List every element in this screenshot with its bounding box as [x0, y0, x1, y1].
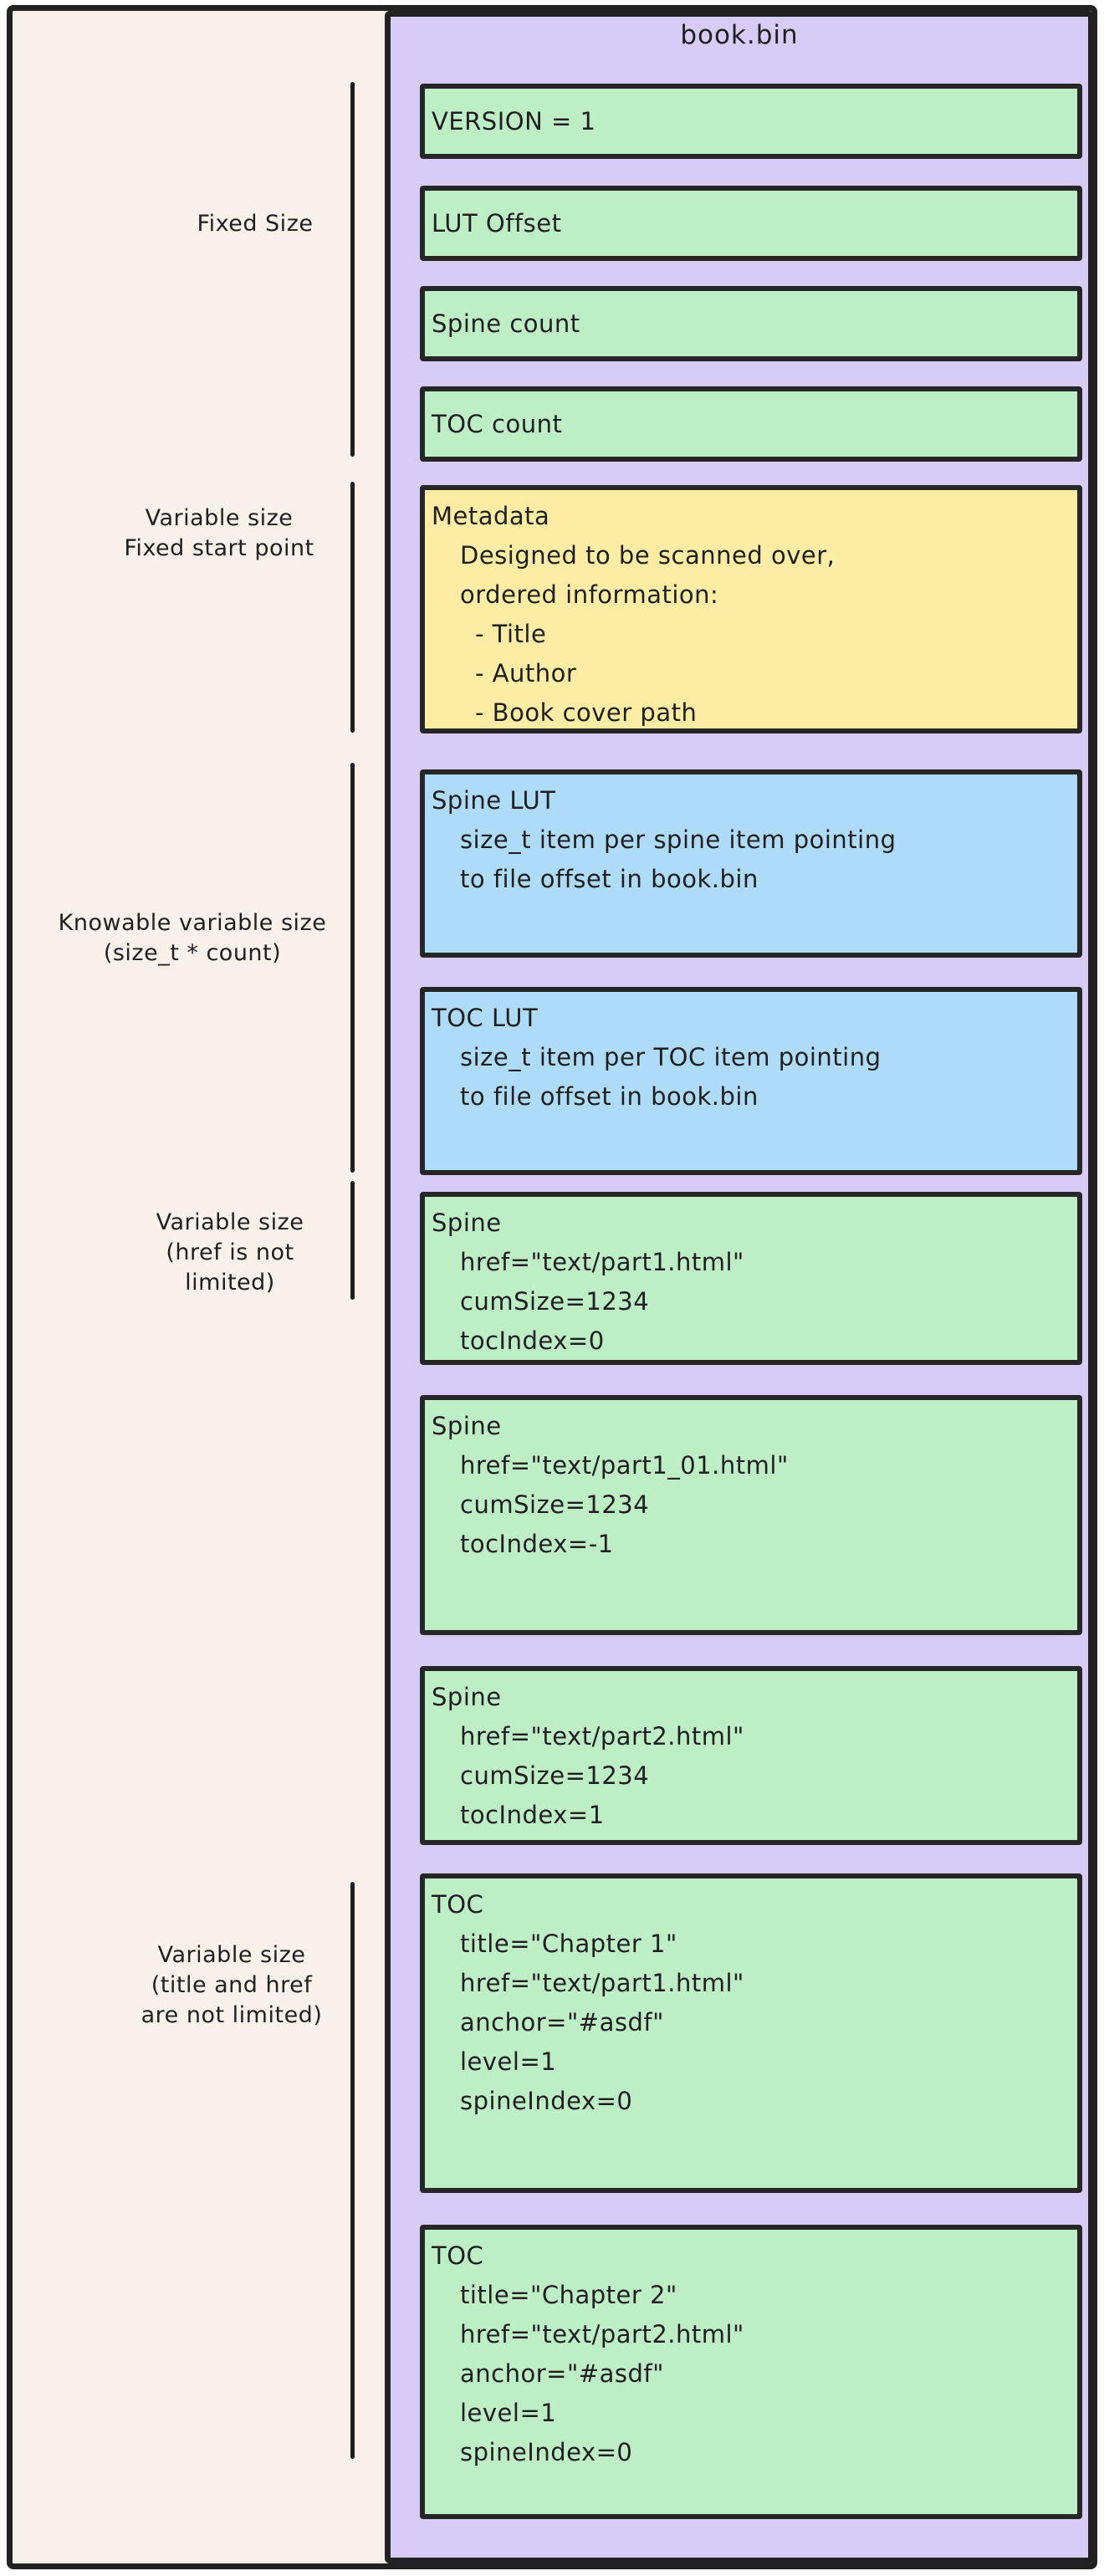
record-line: size_t item per TOC item pointing [460, 1043, 882, 1071]
record-line: TOC [432, 1890, 484, 1919]
size-bracket [350, 763, 355, 1173]
record-line: cumSize=1234 [460, 1761, 650, 1790]
record-line: href="text/part1.html" [460, 1248, 744, 1276]
record-line: href="text/part1.html" [460, 1969, 744, 1997]
size-label-line: limited) [185, 1270, 275, 1296]
size-label-line: (title and href [151, 1972, 313, 1998]
record-box-toc-count: TOC count [420, 386, 1082, 462]
record-line: Spine [432, 1683, 502, 1711]
record-line: level=1 [460, 2399, 557, 2427]
size-label-line: Fixed Size [197, 211, 314, 237]
record-line: TOC LUT [432, 1004, 539, 1032]
size-label-fixed-size: Fixed Size [96, 209, 414, 239]
record-line: anchor="#asdf" [460, 2008, 664, 2037]
record-line: href="text/part2.html" [460, 2320, 744, 2349]
size-label-knowable-variable-size: Knowable variable size (size_t * count) [33, 908, 351, 969]
record-box-toc-lut: TOC LUT size_t item per TOC item pointing… [420, 987, 1082, 1175]
size-bracket [350, 1181, 355, 1300]
record-line: Metadata [432, 502, 550, 530]
record-line: size_t item per spine item pointing [460, 825, 897, 854]
record-line: spineIndex=0 [460, 2087, 633, 2115]
record-line: Designed to be scanned over, [460, 541, 836, 570]
record-line: href="text/part1_01.html" [460, 1451, 789, 1480]
record-line: Spine LUT [432, 786, 556, 815]
record-line: tocIndex=1 [460, 1801, 605, 1829]
record-line: ordered information: [460, 580, 719, 609]
record-box-lut-offset: LUT Offset [420, 186, 1082, 261]
record-line: title="Chapter 1" [460, 1929, 677, 1958]
size-bracket [350, 1882, 355, 2459]
record-line: spineIndex=0 [460, 2438, 633, 2466]
record-line: title="Chapter 2" [460, 2281, 677, 2309]
record-box-spine-3: Spine href="text/part2.html" cumSize=1234 t… [420, 1666, 1082, 1845]
record-box-spine-count: Spine count [420, 286, 1082, 361]
size-label-line: Fixed start point [124, 535, 314, 561]
record-line: to file offset in book.bin [460, 1082, 759, 1111]
record-line: Spine count [432, 309, 580, 338]
record-box-spine-2: Spine href="text/part1_01.html" cumSize=12… [420, 1395, 1082, 1635]
record-line: cumSize=1234 [460, 1287, 650, 1316]
size-label-line: are not limited) [141, 2002, 323, 2028]
record-line: TOC [432, 2241, 484, 2270]
record-line: - Title [475, 620, 547, 648]
record-line: - Book cover path [475, 698, 698, 727]
record-box-toc-1: TOC title="Chapter 1" href="text/part1.htm… [420, 1873, 1082, 2193]
size-bracket [350, 82, 355, 457]
size-label-line: Knowable variable size [58, 910, 327, 936]
record-line: tocIndex=0 [460, 1326, 605, 1355]
record-line: to file offset in book.bin [460, 865, 759, 893]
size-label-variable-size-title-href: Variable size (title and href are not limi… [73, 1940, 391, 2031]
record-line: Spine [432, 1209, 502, 1237]
size-label-line: (size_t * count) [103, 940, 282, 966]
size-label-line: Variable size [156, 1209, 304, 1235]
file-title: book.bin [680, 20, 799, 50]
size-label-variable-size-href: Variable size (href is not limited) [71, 1208, 389, 1298]
record-line: href="text/part2.html" [460, 1722, 744, 1751]
record-line: LUT Offset [432, 209, 562, 238]
record-line: - Author [475, 659, 577, 687]
size-label-line: Variable size [157, 1942, 306, 1968]
record-line: cumSize=1234 [460, 1490, 650, 1519]
record-line: level=1 [460, 2047, 557, 2076]
record-box-toc-2: TOC title="Chapter 2" href="text/part2.htm… [420, 2225, 1082, 2519]
record-line: anchor="#asdf" [460, 2359, 664, 2388]
record-line: tocIndex=-1 [460, 1530, 614, 1558]
record-line: TOC count [432, 410, 563, 438]
size-label-line: (href is not [166, 1239, 294, 1265]
record-box-version: VERSION = 1 [420, 84, 1082, 159]
record-box-spine-1: Spine href="text/part1.html" cumSize=1234 t… [420, 1192, 1082, 1365]
size-label-line: Variable size [145, 505, 294, 531]
record-box-spine-lut: Spine LUT size_t item per spine item poin… [420, 769, 1082, 958]
record-line: VERSION = 1 [432, 107, 596, 135]
size-bracket [350, 482, 355, 733]
record-line: Spine [432, 1412, 502, 1440]
